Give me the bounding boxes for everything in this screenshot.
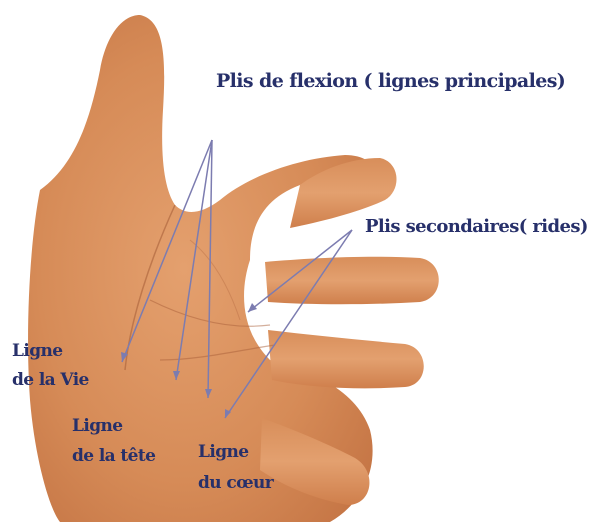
secondary-lines-label: Plis secondaires( rides) — [365, 218, 588, 236]
life-line-label-2: de la Vie — [12, 372, 89, 389]
head-line-label-1: Ligne — [72, 418, 122, 435]
heart-line-label-2: du cœur — [198, 475, 273, 492]
heart-line-label-1: Ligne — [198, 444, 248, 461]
primary-lines-label: Plis de flexion ( lignes principales) — [216, 72, 565, 91]
life-line-label-1: Ligne — [12, 343, 62, 360]
head-line-label-2: de la tête — [72, 448, 155, 465]
